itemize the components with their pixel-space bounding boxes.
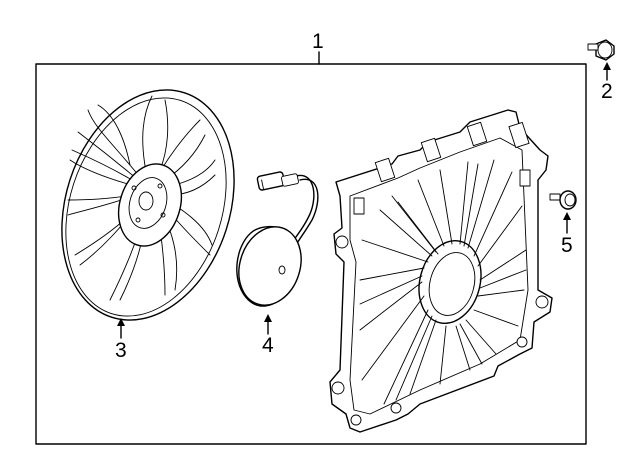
callout-2[interactable]: 2	[601, 80, 613, 103]
mount-bolt[interactable]	[549, 190, 577, 210]
leader-arrow-2	[603, 62, 611, 70]
leader-arrow-5	[563, 212, 571, 220]
callout-3[interactable]: 3	[115, 339, 127, 362]
callout-5[interactable]: 5	[561, 234, 573, 257]
fan-shroud[interactable]	[329, 109, 553, 433]
leader-arrow-3	[117, 318, 125, 326]
leader-arrow-4	[264, 314, 272, 322]
fan-blade[interactable]	[34, 67, 263, 342]
bolt[interactable]	[587, 39, 615, 61]
callout-1[interactable]: 1	[312, 30, 324, 53]
fan-motor[interactable]	[229, 171, 319, 313]
assembly-frame	[35, 63, 587, 445]
callout-4[interactable]: 4	[262, 334, 274, 357]
